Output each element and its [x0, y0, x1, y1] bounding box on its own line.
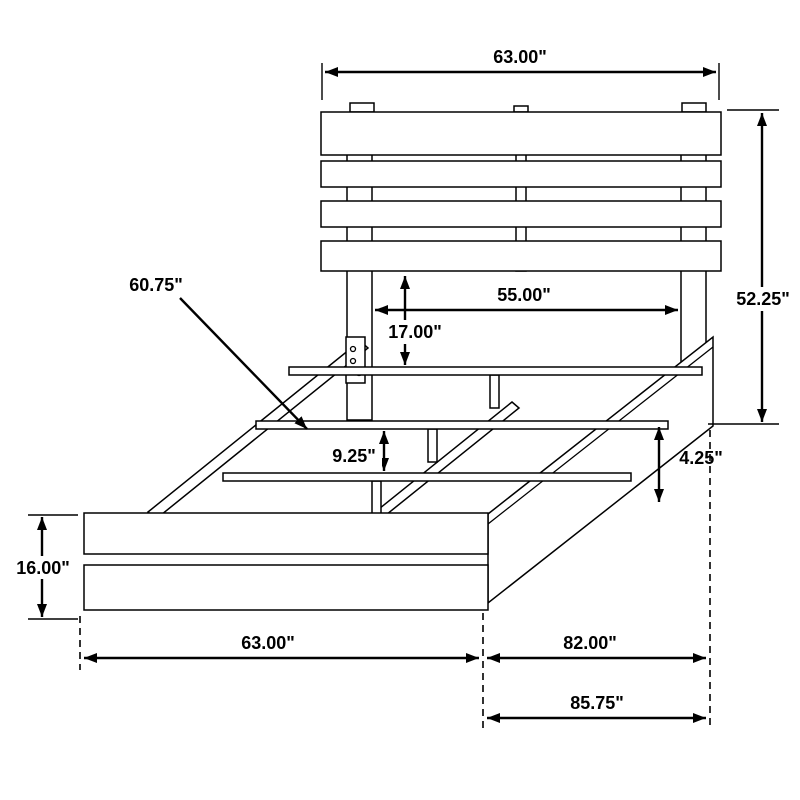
slat-leg-middle: [427, 428, 438, 463]
headboard-slat-2: [320, 160, 722, 188]
headboard-tab-center: [513, 105, 529, 113]
headboard-slat-4: [320, 240, 722, 272]
dim-label-bg-side-height: [730, 287, 796, 311]
side-rail: [487, 335, 714, 605]
cross-slat-middle: [255, 420, 669, 430]
platform-frame: [83, 335, 714, 611]
extension-lines: [28, 63, 779, 730]
leader-line-rail-length: [179, 297, 308, 430]
headboard-slat-3: [320, 200, 722, 228]
dim-label-top-width: 63.00": [493, 47, 547, 67]
dim-label-inner-width: 55.00": [497, 285, 551, 305]
dim-label-side-height: 52.25": [736, 289, 790, 309]
side-rail-top-edge: [487, 346, 714, 525]
dim-label-bg-slat-spacing: [326, 445, 382, 466]
dim-label-width-overall: 63.00": [241, 633, 295, 653]
dim-label-bg-deck-to-headboard: [383, 320, 447, 344]
dim-label-length-inner: 82.00": [563, 633, 617, 653]
slat-leg-front: [371, 480, 382, 515]
dim-label-slat-spacing: 9.25": [332, 446, 376, 466]
cross-slat-front: [222, 472, 632, 482]
footboard-slat-bottom: [83, 564, 489, 611]
footboard-slat-top: [83, 512, 489, 555]
dim-label-length-overall: 85.75": [570, 693, 624, 713]
dimensions: 63.00" 52.25" 55.00" 17.00" 60.75" 9.25"…: [12, 47, 796, 723]
rail-bracket: [345, 336, 366, 384]
headboard-tab-right: [681, 102, 707, 113]
dim-label-footboard-height: 16.00": [16, 558, 70, 578]
dim-label-rail-height: 4.25": [679, 448, 723, 468]
headboard-tab-left: [349, 102, 375, 113]
headboard-slat-1: [320, 111, 722, 156]
dim-label-rail-length: 60.75": [129, 275, 183, 295]
slat-leg-rear: [489, 374, 500, 409]
cross-slat-rear: [288, 366, 703, 376]
dim-label-bg-footboard-height: [12, 556, 74, 579]
dim-label-deck-to-headboard: 17.00": [388, 322, 442, 342]
